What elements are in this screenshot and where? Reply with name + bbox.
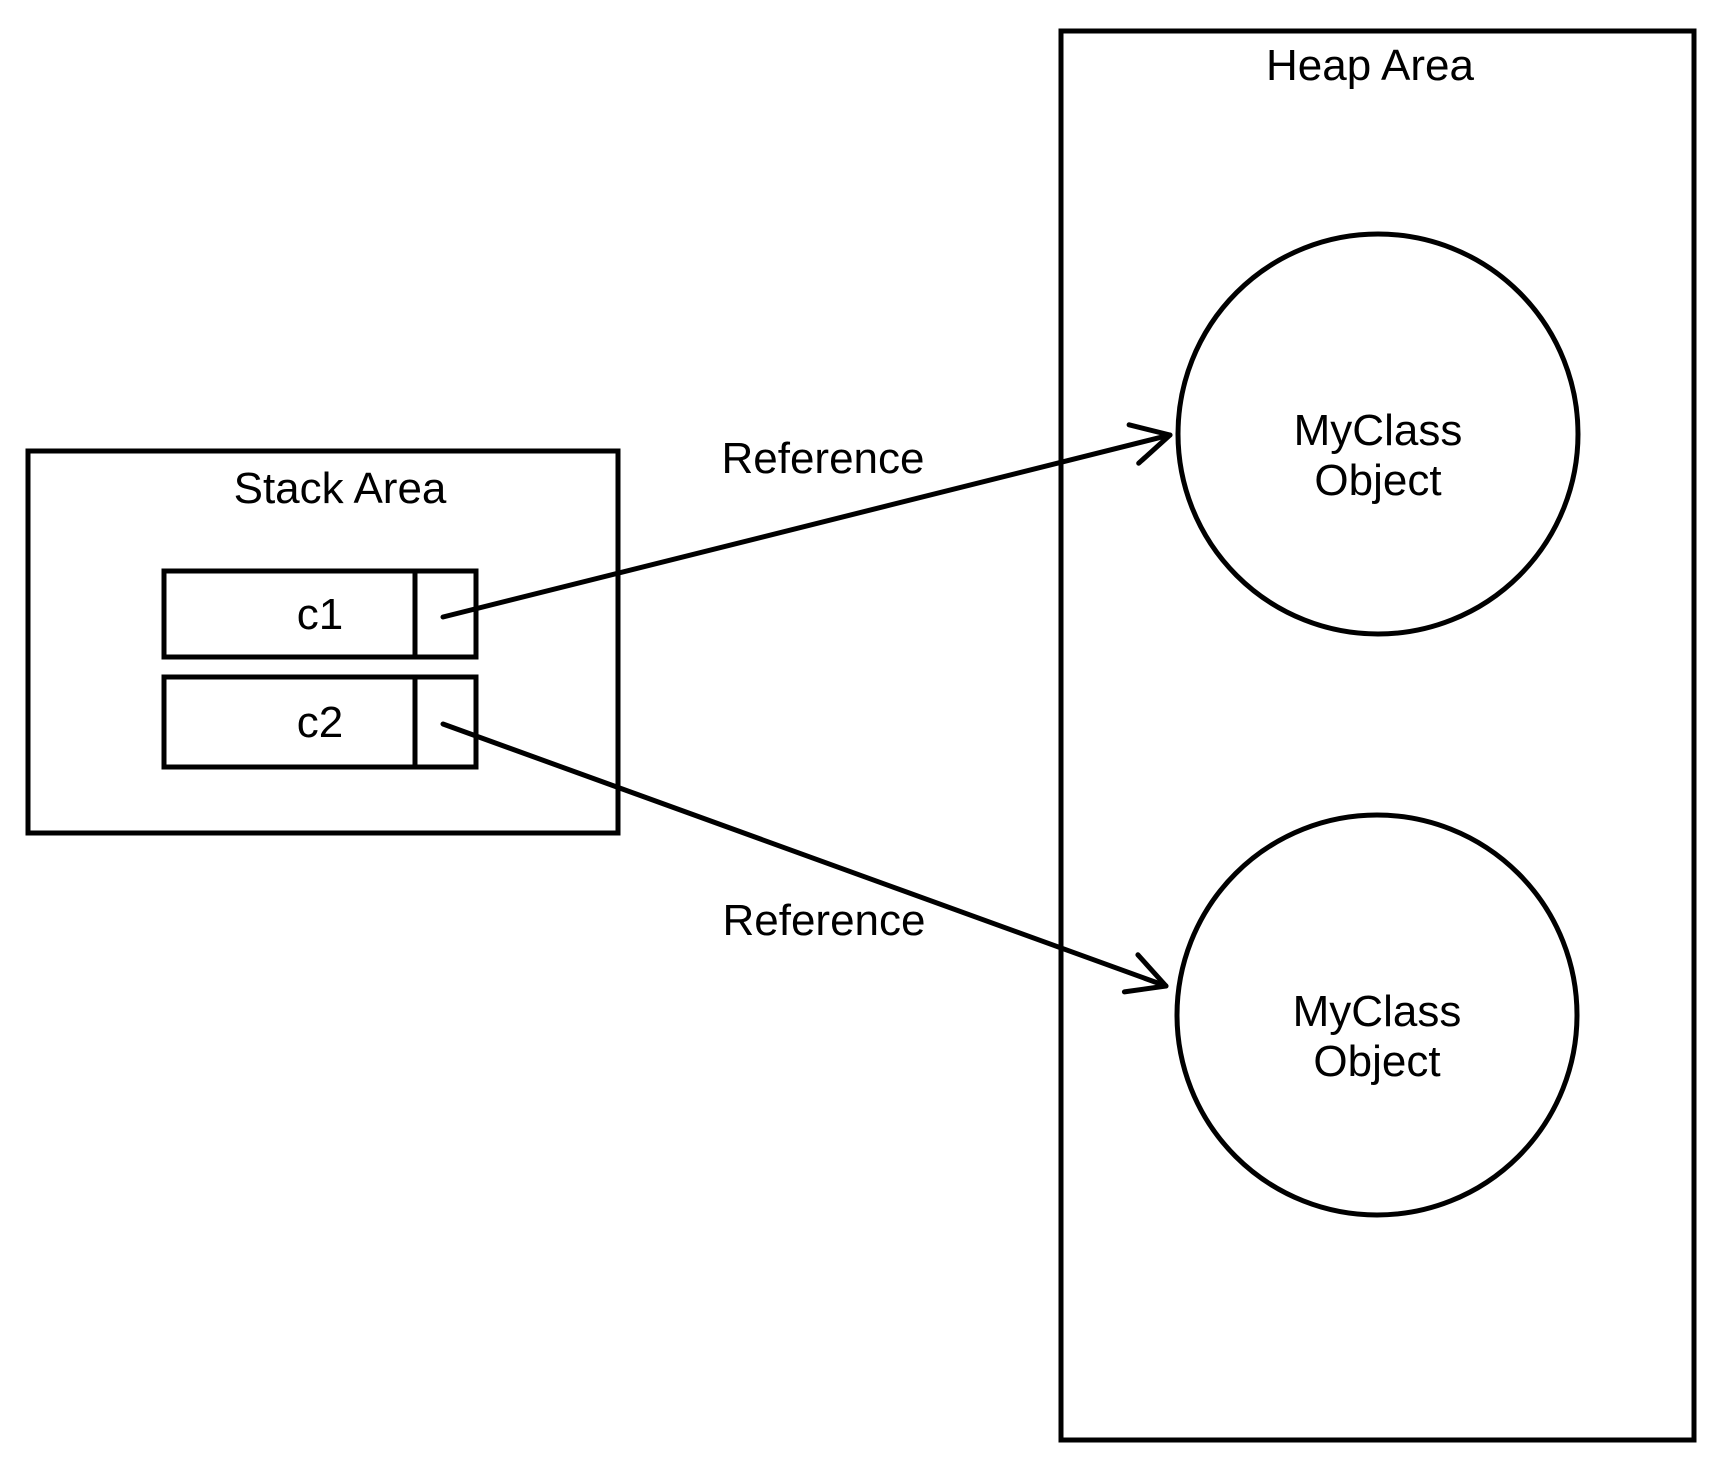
- heap-object-label-2: MyClass Object: [1293, 987, 1462, 1087]
- variable-box-c2: [161, 674, 479, 770]
- variable-label-c2: c2: [296, 698, 344, 747]
- heap-object-circle-2: [1174, 812, 1580, 1218]
- reference-arrow-1-head: [1126, 422, 1173, 466]
- heap-object-label-1-line2: Object: [1314, 456, 1442, 505]
- heap-area-box: [1058, 28, 1697, 1443]
- variable-box-c1: [161, 568, 479, 660]
- heap-object-label-2-line2: Object: [1313, 1037, 1441, 1086]
- heap-object-label-2-line1: MyClass: [1292, 987, 1462, 1036]
- reference-label-2: Reference: [722, 896, 926, 945]
- reference-arrow-2-shaft: [440, 721, 1169, 989]
- heap-object-label-1: MyClass Object: [1294, 406, 1463, 506]
- stack-area-title: Stack Area: [233, 464, 447, 513]
- heap-area-title: Heap Area: [1266, 41, 1474, 90]
- heap-object-circle-1: [1175, 231, 1581, 637]
- reference-label-1: Reference: [721, 434, 925, 483]
- heap-object-label-1-line1: MyClass: [1293, 406, 1463, 455]
- reference-arrow-2-head: [1121, 952, 1169, 995]
- stack-area-box: [25, 448, 621, 836]
- reference-arrow-1-shaft: [440, 432, 1173, 620]
- variable-label-c1: c1: [296, 590, 344, 639]
